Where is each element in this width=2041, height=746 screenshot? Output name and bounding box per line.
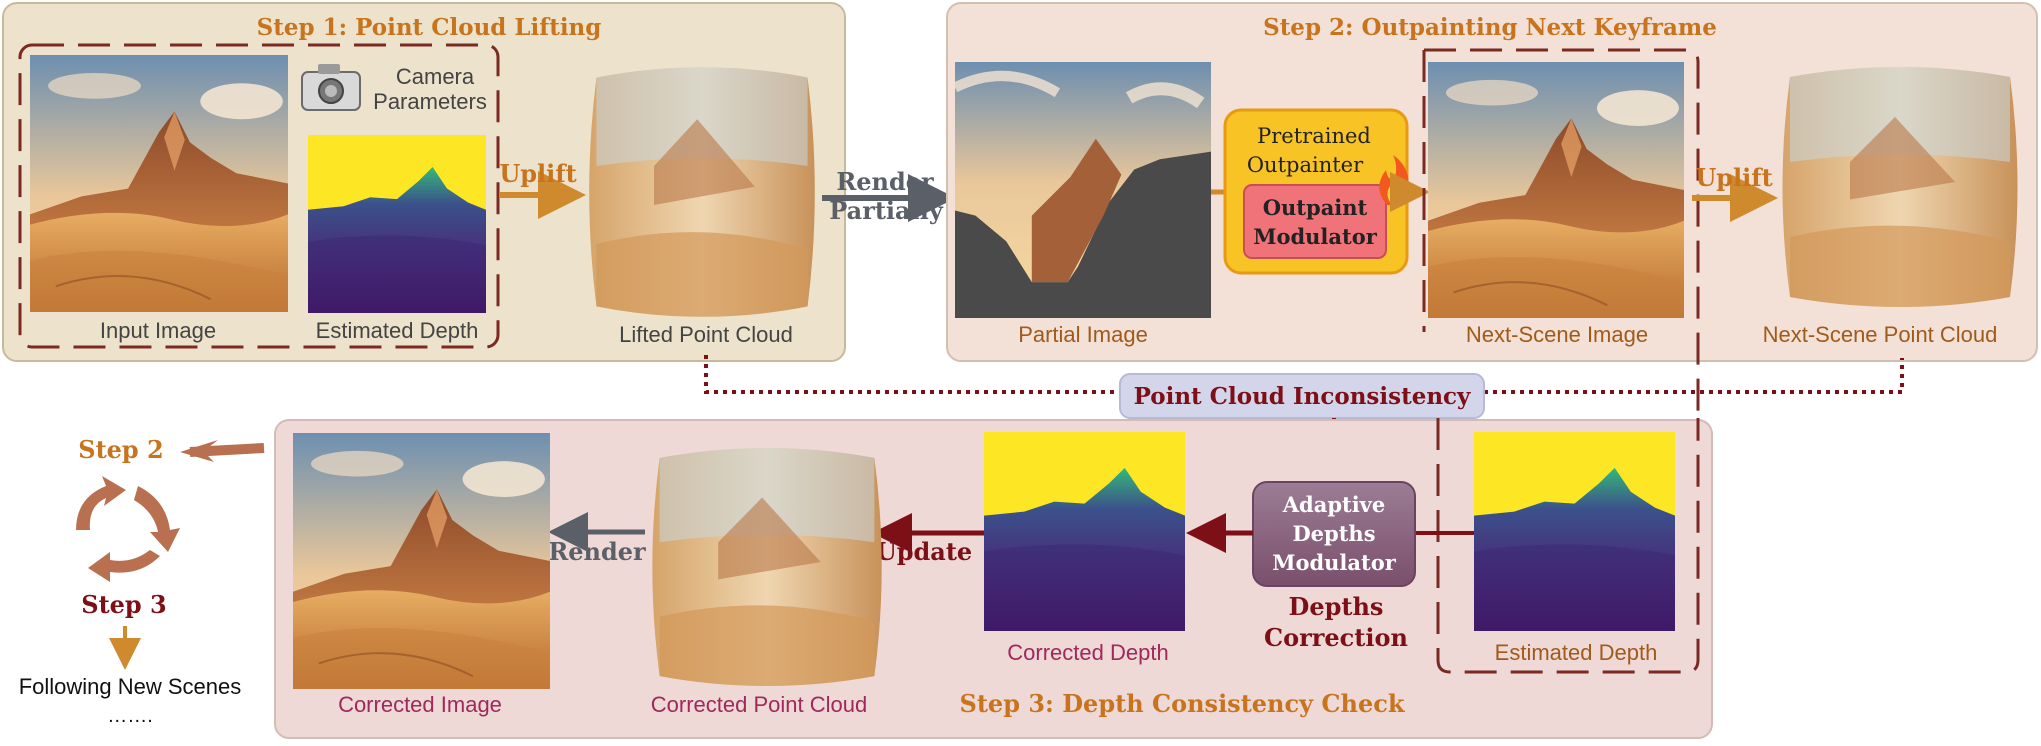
cycle-to-step2-arrow-shaft	[189, 443, 265, 457]
corrected-point-cloud	[652, 447, 882, 687]
camera-label-line2: Parameters	[373, 89, 487, 114]
camera-icon	[301, 64, 361, 111]
lifted-point-cloud-label: Lifted Point Cloud	[619, 322, 793, 347]
uplift-label-step1: Uplift	[499, 159, 576, 188]
corrected-depth-label: Corrected Depth	[1007, 640, 1168, 665]
outpaint-modulator-line1: Outpaint	[1263, 195, 1368, 220]
partial-image	[955, 62, 1211, 318]
corrected-point-cloud-label: Corrected Point Cloud	[651, 692, 867, 717]
corrected-depth	[984, 432, 1185, 631]
estimated-depth-label-step1: Estimated Depth	[316, 318, 479, 343]
pretrained-outpainter-line2: Outpainter	[1247, 153, 1364, 177]
depths-correction-line1: Depths	[1289, 592, 1384, 621]
camera-label-line1: Camera	[396, 64, 475, 89]
estimated-depth-step1	[308, 135, 486, 313]
lifted-point-cloud	[589, 67, 815, 317]
estimated-depth-label-step3: Estimated Depth	[1495, 640, 1658, 665]
inconsistency-connector-right	[1484, 358, 1904, 394]
input-image	[30, 55, 288, 312]
render-label: Render	[548, 537, 646, 566]
step3-title: Step 3: Depth Consistency Check	[960, 689, 1406, 718]
next-scene-point-cloud-label: Next-Scene Point Cloud	[1763, 322, 1998, 347]
estimated-depth-dashed-group	[1436, 418, 1700, 674]
adaptive-line2: Depths	[1292, 521, 1375, 546]
adaptive-line1: Adaptive	[1282, 492, 1386, 517]
update-label: Update	[876, 537, 972, 566]
pretrained-outpainter-line1: Pretrained	[1257, 124, 1371, 148]
cycle-arrows-icon	[76, 476, 180, 582]
adaptive-line3: Modulator	[1272, 550, 1396, 575]
next-scene-image-label: Next-Scene Image	[1466, 322, 1648, 347]
next-scene-point-cloud	[1782, 67, 2018, 307]
step1-title: Step 1: Point Cloud Lifting	[257, 14, 602, 41]
render-partially-line2: Partially	[829, 196, 944, 225]
outpaint-modulator-box	[1243, 184, 1387, 259]
next-scene-image	[1428, 62, 1684, 318]
corrected-image	[293, 433, 550, 689]
uplift-label-step2: Uplift	[1695, 163, 1772, 192]
cycle-step2-label: Step 2	[78, 435, 164, 464]
estimated-depth-step3	[1474, 432, 1675, 631]
following-new-scenes-line2: …….	[107, 705, 153, 727]
following-new-scenes-line1: Following New Scenes	[19, 674, 242, 699]
corrected-image-label: Corrected Image	[338, 692, 502, 717]
inconsistency-connector-left	[704, 355, 1122, 394]
step2-title: Step 2: Outpainting Next Keyframe	[1263, 14, 1717, 41]
depths-correction-line2: Correction	[1264, 623, 1408, 652]
render-partially-line1: Render	[836, 167, 934, 196]
input-image-label: Input Image	[100, 318, 216, 343]
cycle-step3-label: Step 3	[81, 590, 167, 619]
point-cloud-inconsistency-box	[1119, 373, 1485, 419]
step1-input-group	[18, 43, 500, 349]
point-cloud-inconsistency-label: Point Cloud Inconsistency	[1134, 383, 1471, 410]
outpaint-modulator-line2: Modulator	[1253, 224, 1377, 249]
partial-image-label: Partial Image	[1018, 322, 1148, 347]
